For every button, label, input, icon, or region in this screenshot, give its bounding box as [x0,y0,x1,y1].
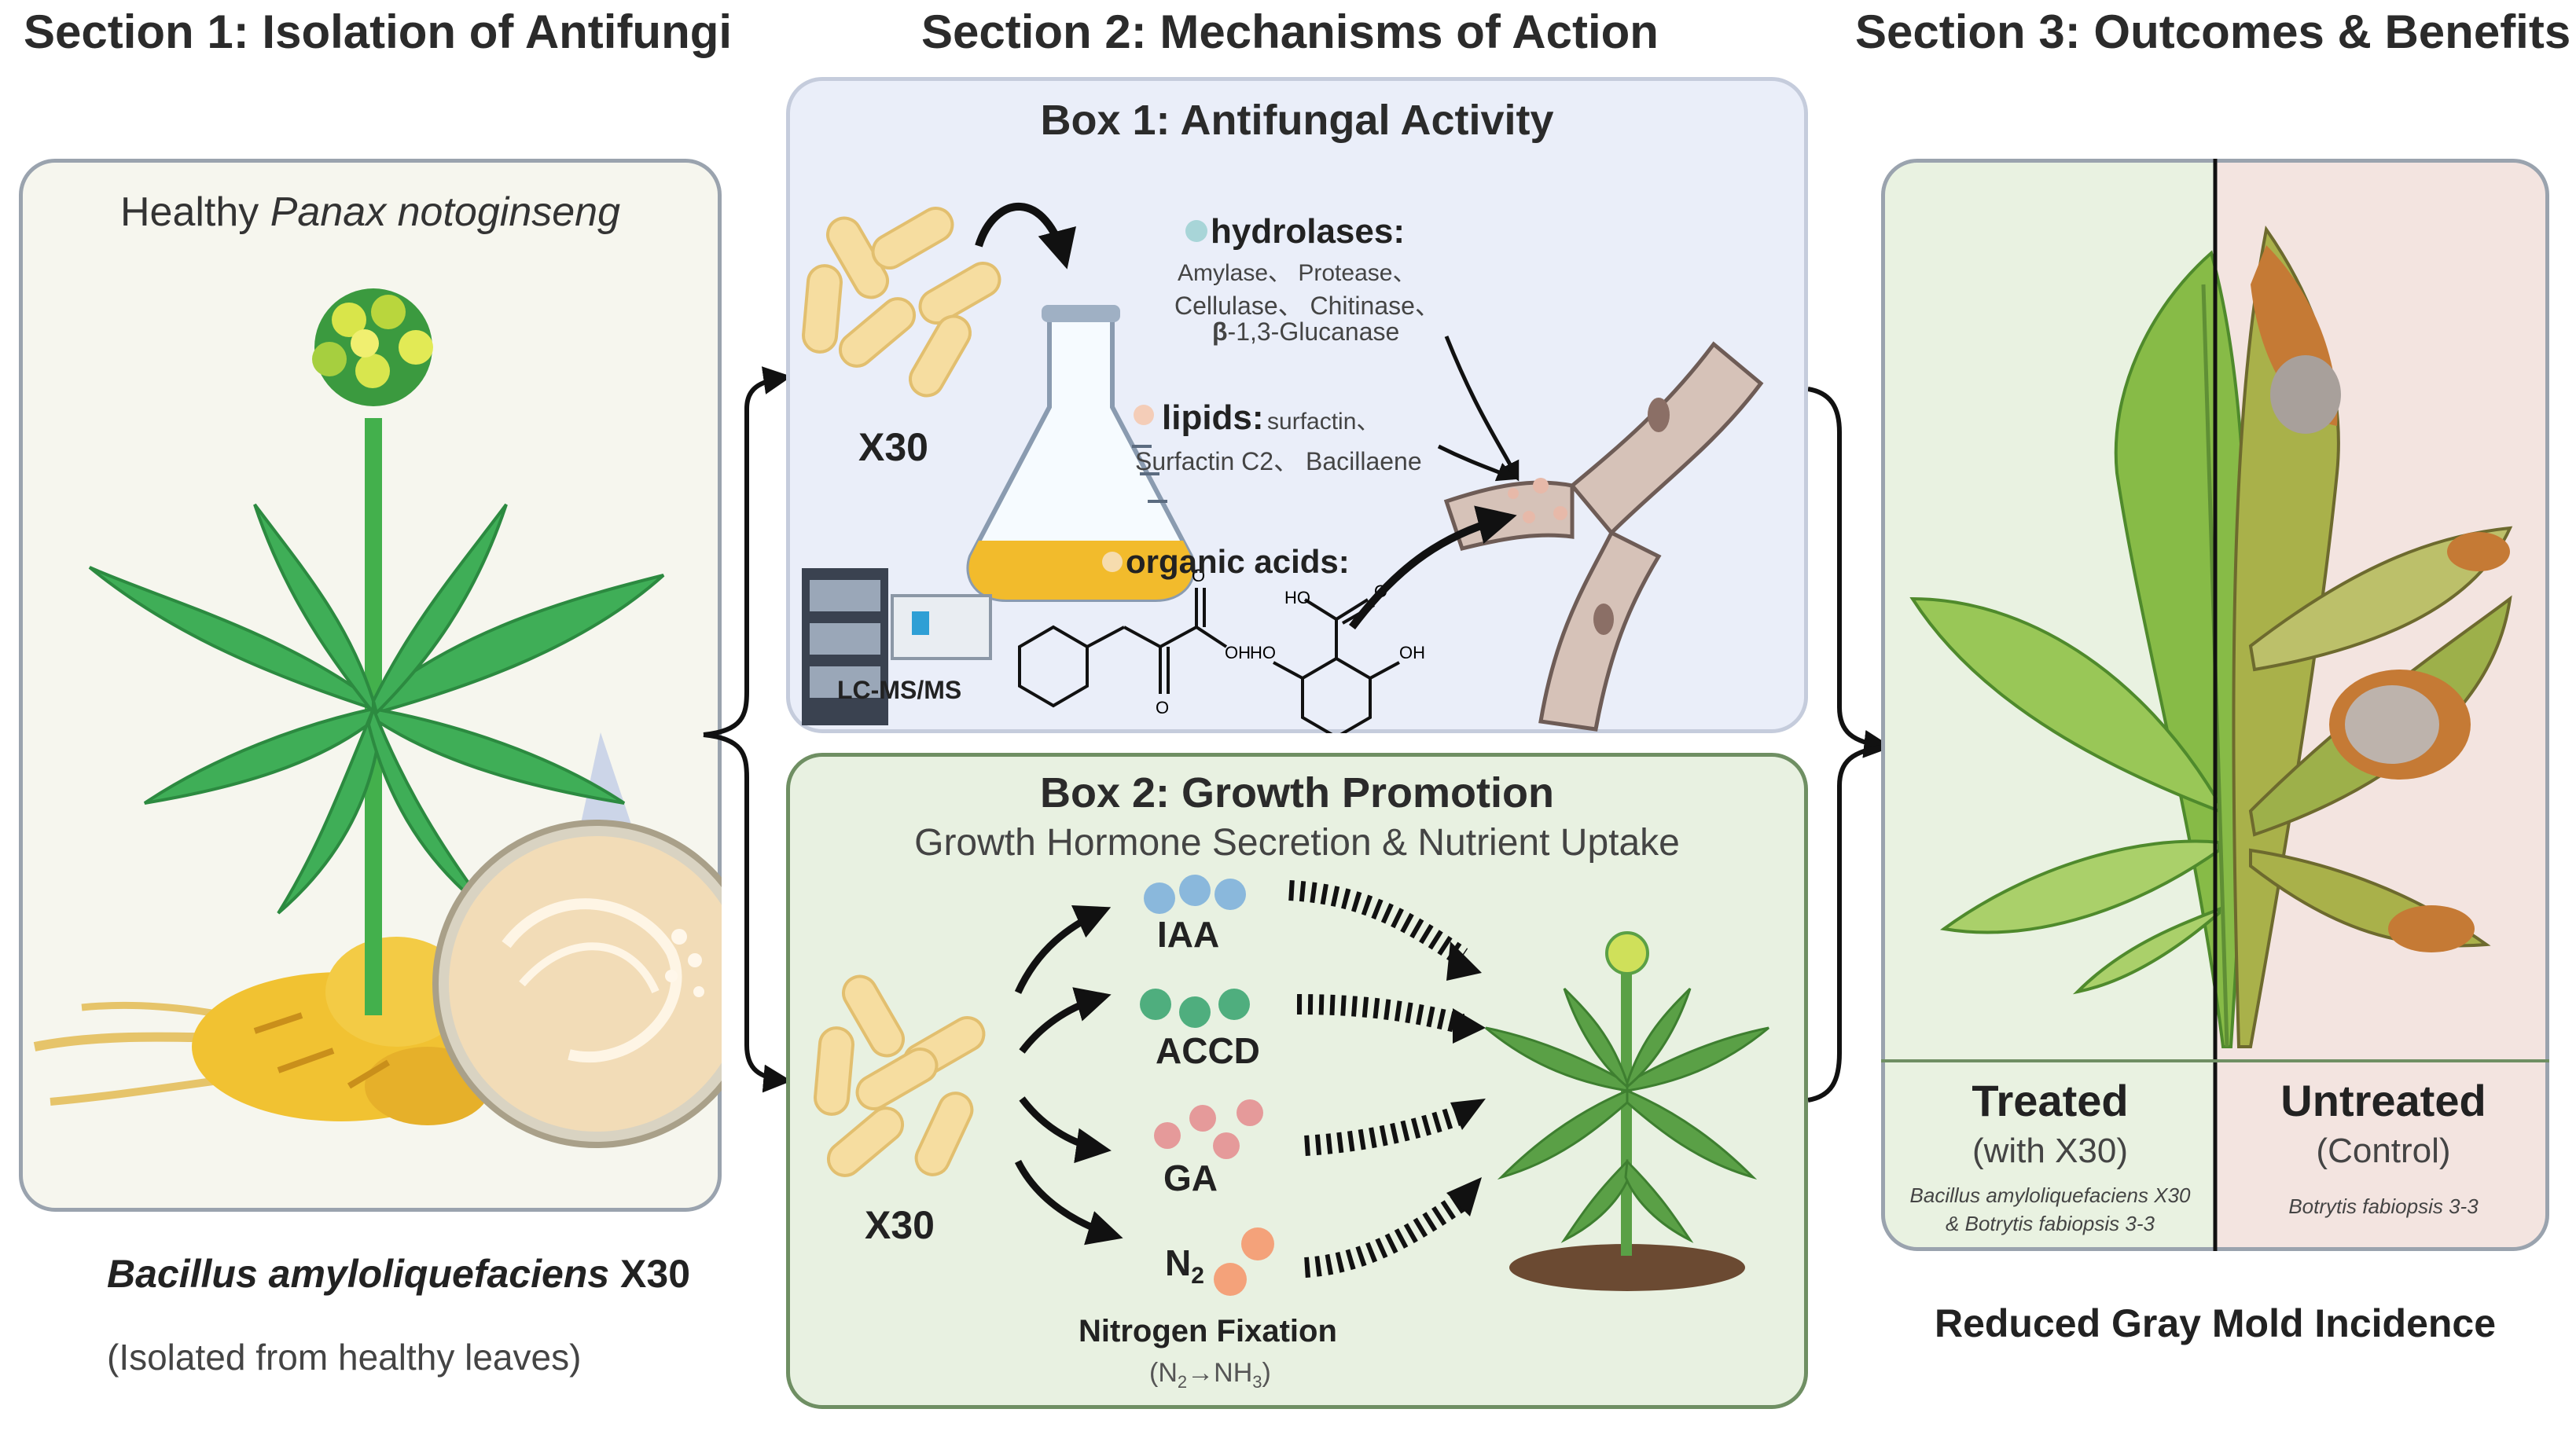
umbel-flower-icon [312,288,433,406]
ginseng-plant-illustration [33,288,722,1148]
box2-bacteria-icon [814,974,986,1177]
hydrolases-line2: Cellulase、 Chitinase、 [1174,292,1440,320]
untreated-label: Untreated [2280,1076,2486,1125]
box2-title: Box 2: Growth Promotion [1040,769,1554,816]
culture-arrow [975,203,1076,270]
untreated-sub: (Control) [2316,1132,2451,1170]
ga-molecules-icon [1154,1099,1263,1159]
organic-acid-arrow [1349,505,1517,630]
section-1-title: Section 1: Isolation of Antifungi [24,6,733,58]
strain-name: Bacillus amyloliquefaciens X30 [107,1252,690,1296]
iaa-label: IAA [1157,914,1220,955]
lipids-row: lipids: surfactin、 [1162,398,1380,437]
nitrogen-formula: (N2→NH3) [1149,1358,1271,1392]
hydrolases-label: hydrolases: [1211,212,1405,251]
section-2-title: Section 2: Mechanisms of Action [921,6,1659,58]
organic-acids-label: organic acids: [1126,543,1350,580]
box2-panel [786,753,1808,1409]
arrow-to-box2 [703,732,792,1093]
dihydroxybenzoic-acid-structure [1273,598,1400,733]
effect-dashed-arrows [1288,880,1468,1278]
n2-label: N2 [1165,1242,1204,1290]
treated-leaf-icon [1909,250,2249,1048]
secretion-arrows [1014,905,1123,1246]
treated-label: Treated [1972,1076,2129,1125]
hydrolases-line1: Amylase、 Protease、 [1178,260,1417,286]
acid-o-top: O [1192,566,1205,585]
dhba-oh-right: OH [1399,643,1425,662]
hydrolase-dot [1185,220,1207,242]
ga-label: GA [1163,1158,1218,1198]
arrow-box1-to-outcome [1807,387,1893,758]
acid-o-bottom: O [1156,698,1169,717]
compound-leaves [88,503,665,915]
plant-panel-label: Healthy Panax notoginseng [119,189,620,235]
culture-flask-icon [966,305,1196,602]
leaf-comparison-illustration [1881,159,2549,1251]
untreated-leaf-icon [2232,225,2513,1048]
treated-sub: (with X30) [1972,1132,2129,1170]
box2-subtitle: Growth Hormone Secretion & Nutrient Upta… [914,822,1680,864]
treated-note-line1: Bacillus amyloliquefaciens X30 [1909,1183,2191,1207]
outcome-caption: Reduced Gray Mold Incidence [1934,1301,2497,1345]
dhba-ho-top: HO [1284,588,1310,607]
n2-molecules-icon [1214,1227,1274,1296]
untreated-note: Botrytis fabiopsis 3-3 [2288,1194,2479,1218]
nitrogen-fixation-label: Nitrogen Fixation [1079,1314,1337,1348]
box2-strain-label: X30 [865,1203,935,1247]
isolation-note: (Isolated from healthy leaves) [107,1337,582,1378]
accd-label: ACCD [1156,1030,1260,1071]
lipids-line2: Surfactin C2、 Bacillaene [1135,447,1422,475]
section-3-title: Section 3: Outcomes & Benefits [1855,6,2571,58]
hydrolases-line3: β-1,3-Glucanase [1212,317,1400,346]
arrow-box2-to-outcome [1807,744,1887,1103]
lipid-dot [1134,405,1154,425]
petri-dish-icon [432,820,722,1148]
acid-oh: OH [1225,643,1251,662]
box1-strain-label: X30 [858,425,928,469]
iaa-molecules-icon [1144,875,1246,914]
box1-title: Box 1: Antifungal Activity [1040,97,1554,144]
instrument-label: LC-MS/MS [837,676,962,704]
seedling-plant-icon [1485,931,1769,1291]
bacteria-cluster-icon [802,207,1001,398]
accd-molecules-icon [1140,989,1250,1028]
arrow-to-box1 [703,366,792,737]
fungal-hyphae-icon [1443,341,1764,732]
ginseng-root-icon [33,937,491,1125]
dhba-ho-left: HO [1250,643,1276,662]
box1-illustration: O O OH HO O HO OH [802,203,1764,733]
organic-acid-dot [1102,552,1123,572]
phenylpyruvic-acid-structure [1018,588,1228,708]
lc-ms-instrument-icon [802,568,992,725]
treated-note-line2: & Botrytis fabiopsis 3-3 [1946,1212,2155,1235]
box2-illustration [814,875,1769,1296]
lipid-arrow [1437,444,1517,482]
